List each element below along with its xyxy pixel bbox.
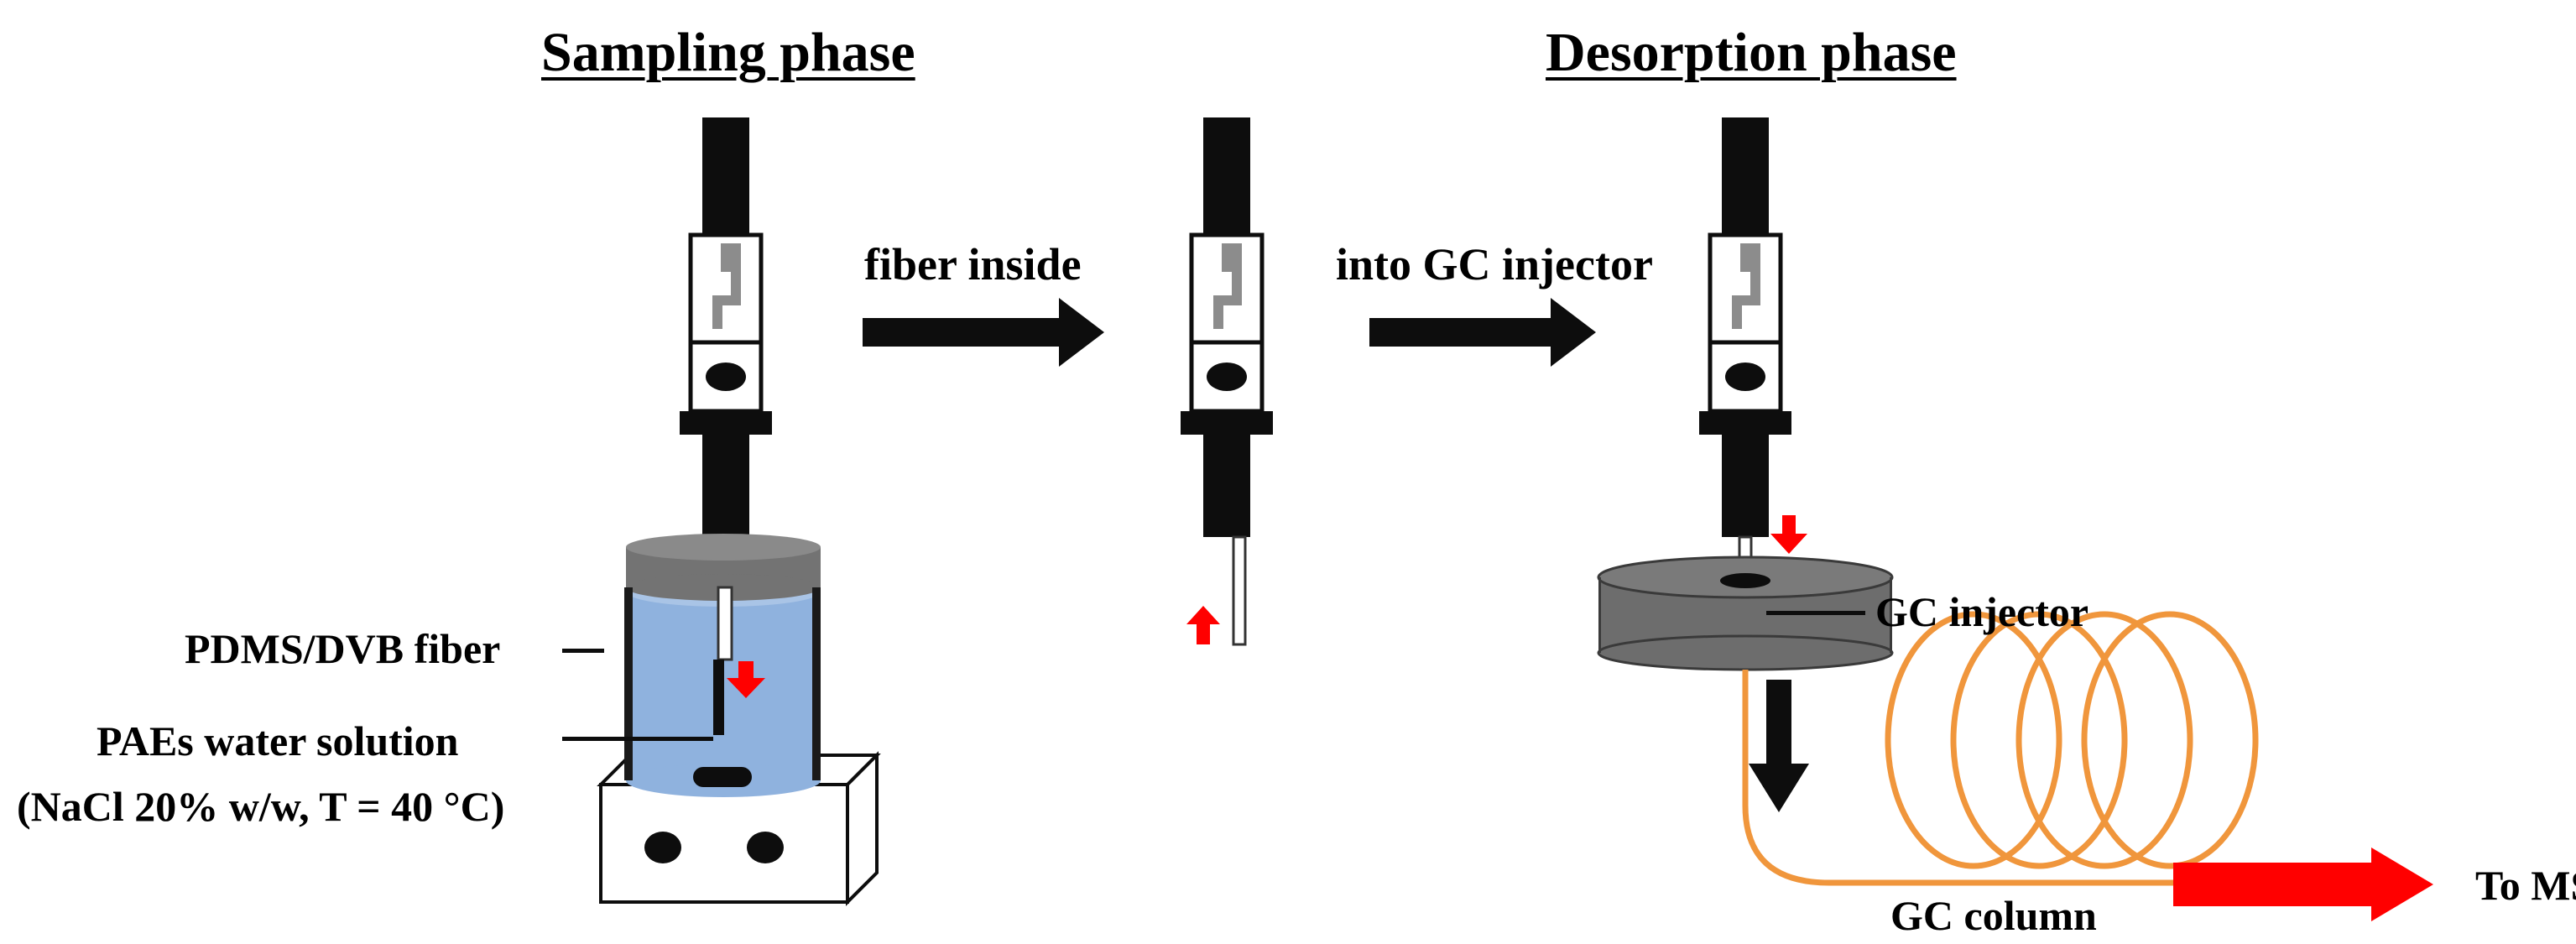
holder-retracted-icon	[1181, 117, 1273, 646]
conditions-label: (NaCl 20% w/w, T = 40 °C)	[17, 783, 505, 830]
sampling-phase-title: Sampling phase	[541, 22, 915, 83]
flow-down-arrow-icon	[1749, 680, 1809, 812]
magnetic-stirrer-icon	[597, 751, 881, 906]
gc-injector-label: GC injector	[1875, 588, 2089, 635]
injector-leader-line	[1766, 611, 1865, 615]
fiber-down-arrow-icon	[727, 661, 765, 698]
paes-solution-label: PAEs water solution	[96, 717, 459, 764]
into-gc-injector-label: into GC injector	[1336, 239, 1653, 289]
step-arrow-2-icon	[1369, 298, 1596, 367]
to-ms-label: To MS	[2475, 862, 2576, 909]
sample-vial-icon	[624, 534, 821, 797]
gc-column-coil-icon	[1742, 611, 2259, 886]
to-ms-arrow-icon	[2173, 848, 2433, 921]
gc-column-label: GC column	[1890, 892, 2097, 939]
step-arrow-1-icon	[863, 298, 1104, 367]
holder-desorption-icon	[1699, 117, 1791, 591]
injector-down-arrow-icon	[1770, 515, 1807, 554]
solution-leader-line	[562, 737, 713, 741]
holder-sampling-icon	[680, 117, 772, 577]
fiber-inside-label: fiber inside	[864, 239, 1082, 289]
desorption-phase-title: Desorption phase	[1546, 22, 1957, 83]
pdms-dvb-fiber-label: PDMS/DVB fiber	[185, 625, 501, 672]
fiber-up-arrow-icon	[1186, 606, 1220, 644]
fiber-leader-line	[562, 649, 604, 653]
